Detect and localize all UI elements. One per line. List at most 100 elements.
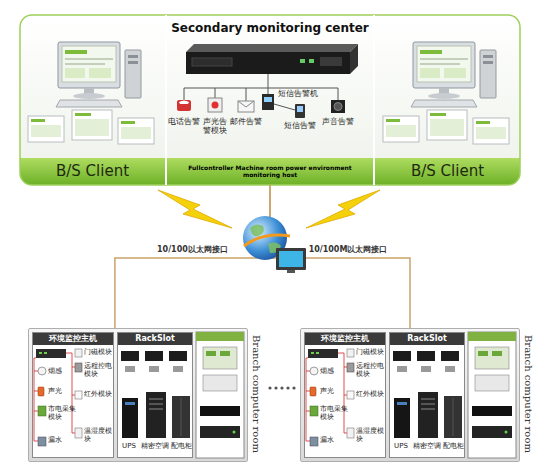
server-led <box>309 59 314 63</box>
alarm-wire <box>184 88 185 100</box>
top-panel-border <box>20 15 520 185</box>
equipment-label: 烟感 <box>320 367 344 375</box>
equipment-label: 市电采集模块 <box>48 405 78 421</box>
alarm-label: 短信告警 <box>282 121 318 130</box>
server-led <box>300 59 305 63</box>
speaker-cone <box>334 103 342 111</box>
monitor-host-panel: 环境监控主机 <box>32 332 114 458</box>
sms-modem-icon <box>262 94 274 110</box>
equipment-label: 门磁模块 <box>84 348 114 356</box>
alarm-label: 声音告警 <box>320 117 356 126</box>
lightning-bolt <box>306 190 380 228</box>
client-label: B/S Client <box>20 158 165 185</box>
equipment-label: 市电采集模块 <box>320 405 350 421</box>
equipment-label: 声光 <box>48 387 72 395</box>
equipment-label: 门磁模块 <box>356 348 386 356</box>
mail-icon <box>238 101 254 112</box>
equipment-label: UPS <box>118 442 140 450</box>
server-front <box>186 52 350 74</box>
equipment-label: UPS <box>390 442 412 450</box>
globe <box>243 216 287 260</box>
client-label: B/S Client <box>375 158 520 185</box>
network-monitor-screen <box>279 251 303 267</box>
alarm-wire <box>274 104 295 110</box>
alarm-wire <box>215 88 216 98</box>
monitor-host-panel: 环境监控主机 <box>304 332 386 458</box>
alarm-wire <box>246 88 247 101</box>
equipment-label: 精密空调 <box>140 442 170 450</box>
green-band <box>20 158 520 185</box>
speaker-icon <box>331 100 345 113</box>
client-workstation <box>28 42 154 144</box>
panel-header: 环境监控主机 <box>305 333 385 345</box>
rackslot-panel: RackSlot <box>117 332 193 458</box>
equipment-label: 红外模块 <box>84 390 114 398</box>
equipment-label: 漏水 <box>48 436 72 444</box>
server-port <box>320 57 342 66</box>
alarm-wire <box>184 88 338 89</box>
branch-room: Branch computer room环境监控主机RackSlot <box>28 328 248 462</box>
ellipsis-dot <box>280 386 283 389</box>
globe-swoosh <box>244 235 290 246</box>
phone-handset <box>179 101 189 105</box>
equipment-label: 红外模块 <box>356 390 386 398</box>
link-label: 10/100以太网接口 <box>157 245 228 254</box>
top-panel <box>20 15 520 185</box>
room-label: Branch computer room <box>251 335 262 453</box>
client-section: B/S Client <box>375 15 520 185</box>
mail-flap <box>238 101 254 107</box>
globe-land <box>250 224 264 236</box>
alarm-label: 短信告警机 <box>276 89 320 98</box>
alarm-wire <box>338 88 339 100</box>
globe-land <box>268 242 281 253</box>
branch-room: Branch computer room环境监控主机RackSlot <box>300 328 520 462</box>
mobile-phone-icon <box>295 104 305 118</box>
client-section: B/S Client <box>20 15 165 185</box>
panel-header: RackSlot <box>390 333 464 345</box>
alarm-label: 声光告警模块 <box>202 117 228 135</box>
equipment-label: 温湿度模块 <box>356 427 386 443</box>
network-link <box>270 185 410 328</box>
equipment-label: 配电柜 <box>170 442 192 450</box>
branch-equipment <box>306 332 516 458</box>
network-monitor-stand <box>287 270 295 273</box>
strobe-lamp <box>212 102 219 109</box>
equipment-label: 远程控电模块 <box>356 362 386 378</box>
phone-icon <box>177 100 191 111</box>
section-title: Secondary monitoring center <box>167 21 373 35</box>
rackslot-panel: RackSlot <box>389 332 465 458</box>
room-label: Branch computer room <box>523 335 534 453</box>
mobile-phone-screen <box>297 106 303 112</box>
alarm-label: 邮件告警 <box>228 117 264 126</box>
client-workstation <box>383 42 509 144</box>
panel-header: RackSlot <box>118 333 192 345</box>
server-top <box>186 44 358 52</box>
branch-equipment <box>34 332 244 458</box>
link-label: 10/100M以太网接口 <box>309 245 388 254</box>
monitoring-center: Secondary monitoring centerFullcontrolle… <box>165 15 375 185</box>
equipment-label: 烟感 <box>48 367 72 375</box>
equipment-label: 声光 <box>320 387 344 395</box>
ellipsis-dot <box>292 386 295 389</box>
sms-modem-screen <box>264 97 272 102</box>
ellipsis-dot <box>274 386 277 389</box>
alarm-wire <box>268 88 269 94</box>
network-monitor <box>276 248 306 270</box>
ellipsis-dot <box>286 386 289 389</box>
server-side <box>350 44 358 74</box>
network-link <box>115 185 270 328</box>
equipment-label: 配电柜 <box>442 442 464 450</box>
alarm-wire <box>268 74 269 88</box>
strobe-module-icon <box>208 98 222 112</box>
ellipsis-dot <box>268 386 271 389</box>
equipment-label: 精密空调 <box>412 442 442 450</box>
lightning-bolt <box>158 190 232 228</box>
equipment-label: 漏水 <box>320 436 344 444</box>
panel-header: 环境监控主机 <box>33 333 113 345</box>
